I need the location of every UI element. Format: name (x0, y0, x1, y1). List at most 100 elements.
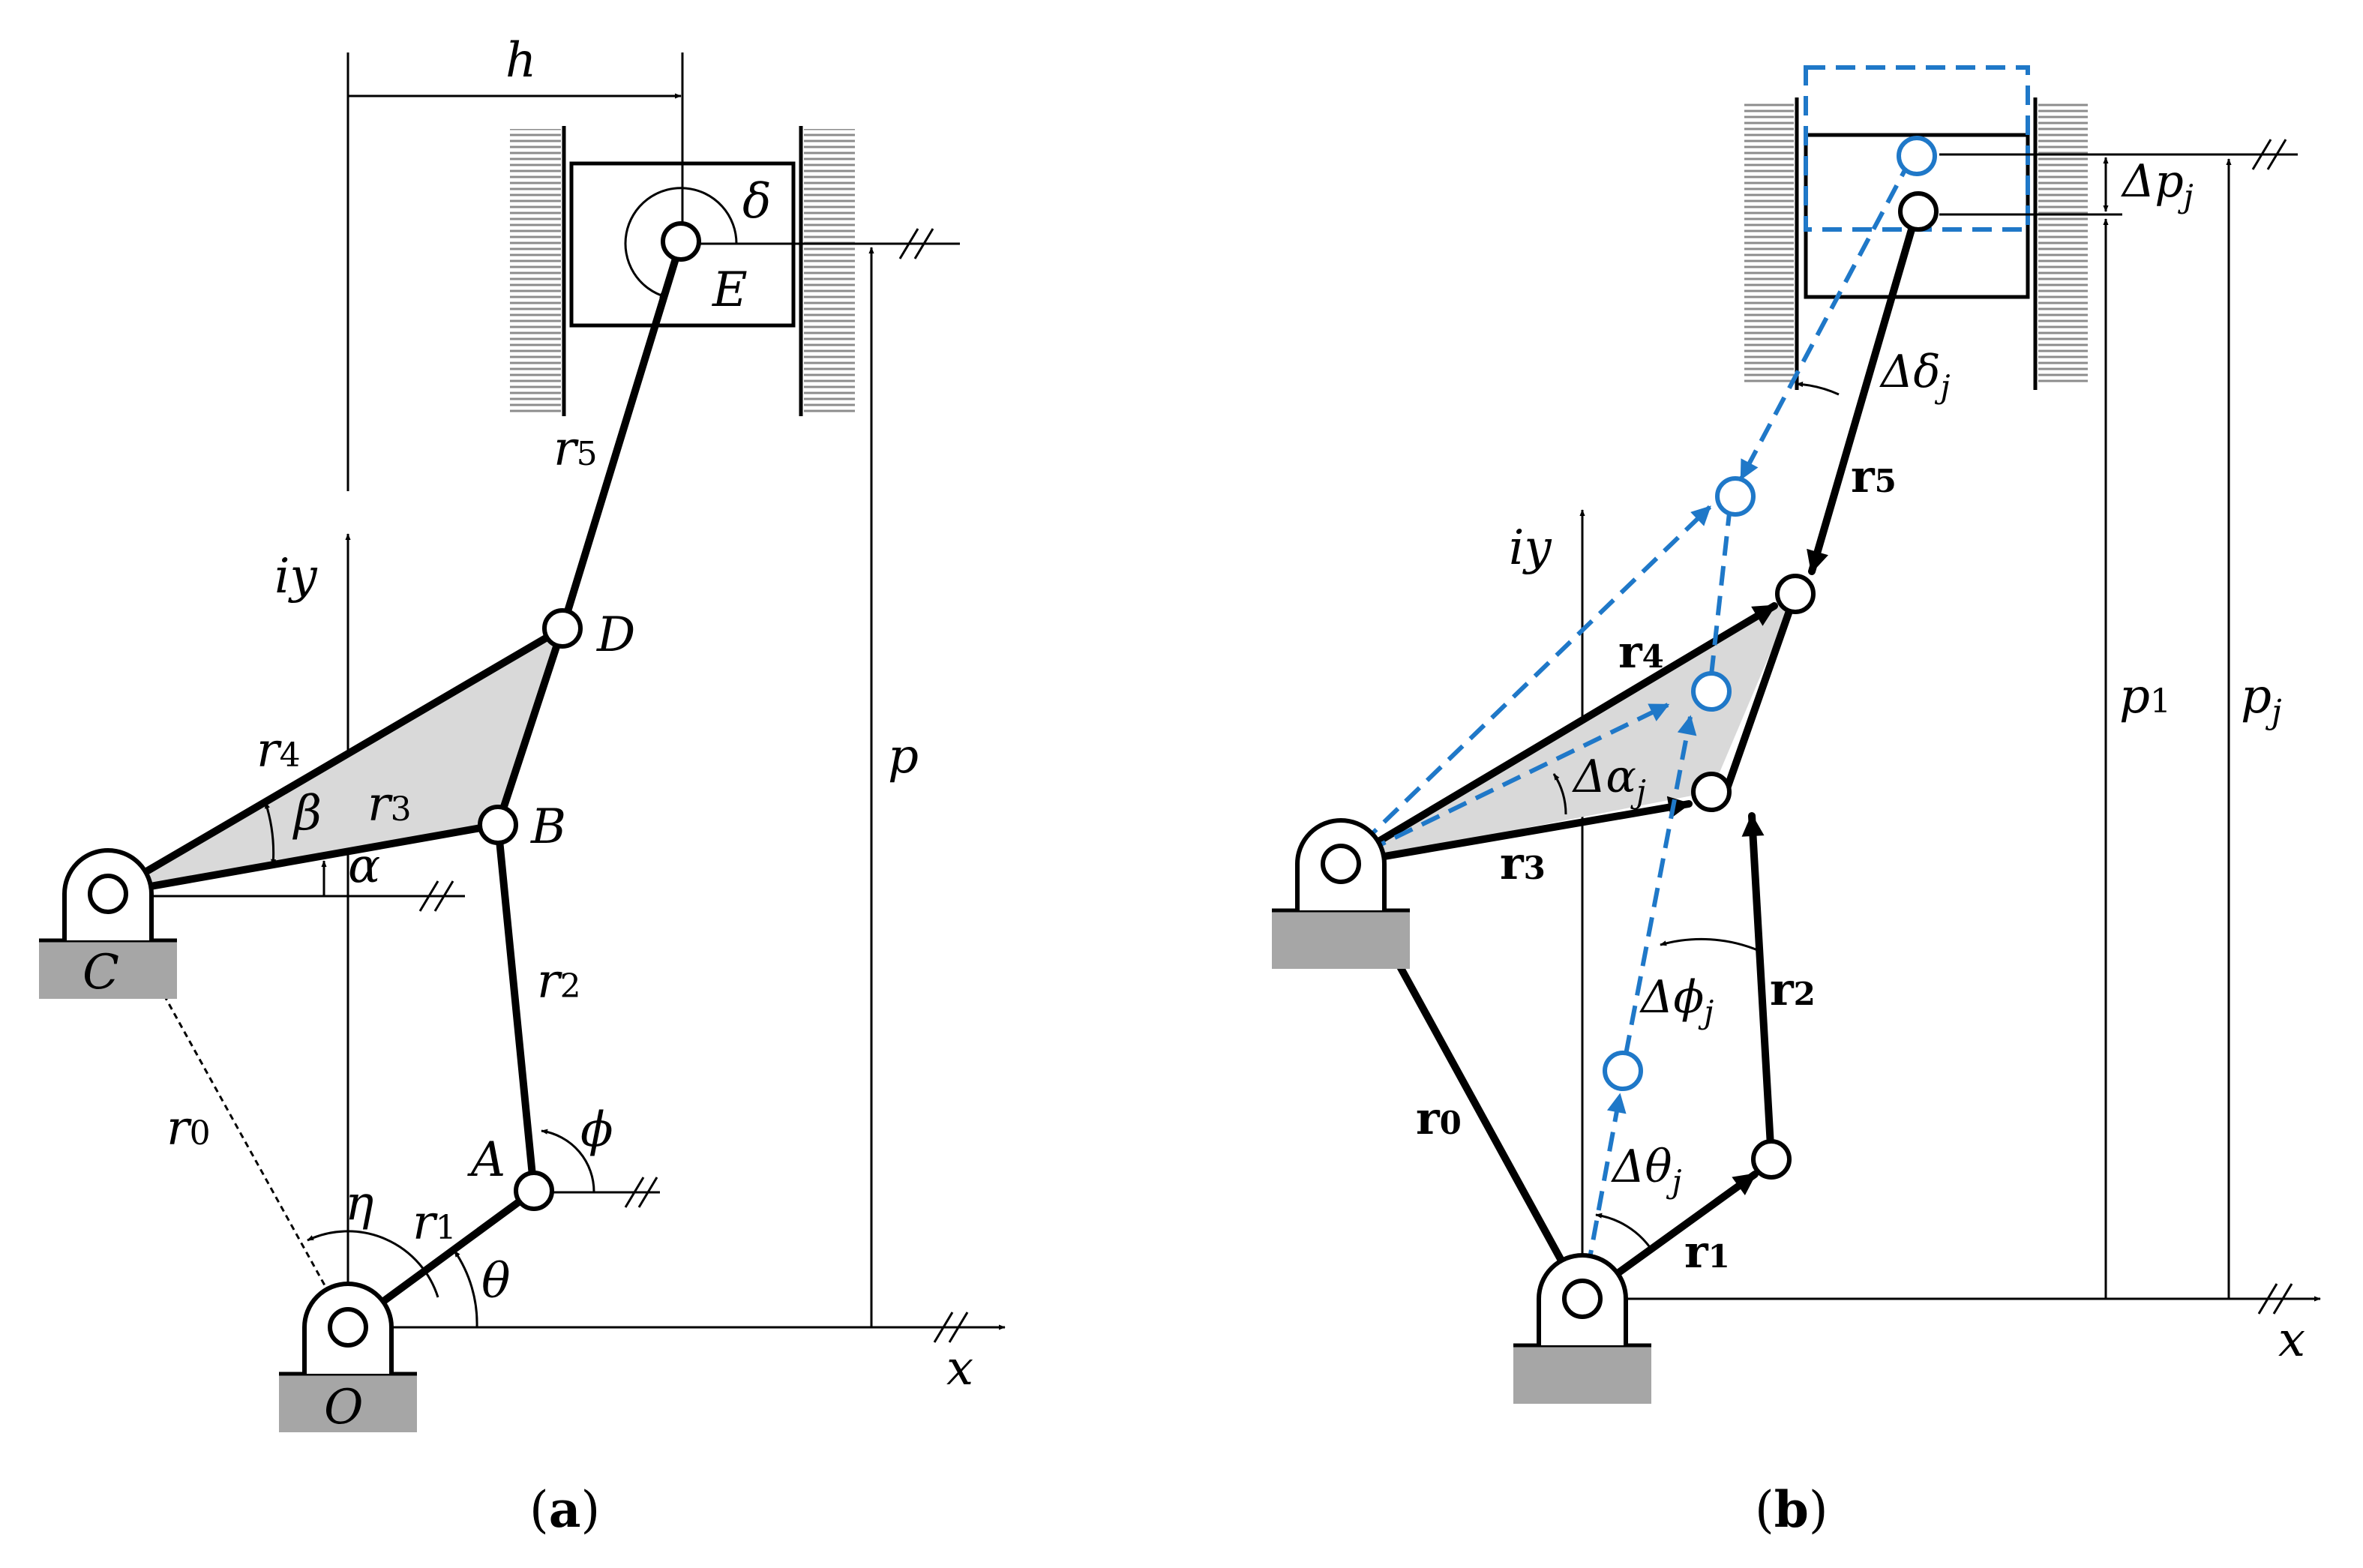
label-r2: r2 (537, 954, 581, 1009)
x-axis-break-2 (2272, 1283, 2293, 1315)
joint-E (1898, 191, 1939, 232)
displaced-joint-A (1603, 1051, 1643, 1091)
label-r4: r4 (256, 723, 301, 778)
label-dphi: Δϕj (1639, 971, 1714, 1030)
x-axis-break-1 (2257, 1283, 2278, 1315)
label-eta: η (345, 1176, 373, 1231)
p-ref-break-1 (898, 228, 919, 259)
label-phi: ϕ (580, 1102, 613, 1158)
caption-a: (a) (529, 1480, 600, 1539)
displaced-BD (1709, 512, 1732, 676)
label-D: D (596, 607, 635, 663)
joint-B (478, 805, 518, 845)
guide-hatch-left (510, 129, 561, 412)
label-r0: r0 (166, 1101, 211, 1156)
panel-a: h δ E r5 iy D p r4 β r3 B α C r2 r0 ϕ A … (39, 33, 1006, 1539)
label-dth: Δθj (1611, 1141, 1681, 1200)
label-C: C (82, 945, 119, 1000)
beta-arc (264, 802, 277, 866)
ground-C (39, 940, 177, 999)
displaced-joint-E (1897, 136, 1937, 176)
displaced-joint-D (1715, 476, 1756, 517)
label-dp: Δpj (2121, 155, 2194, 214)
joint-C (1321, 844, 1361, 884)
displaced-joint-B (1691, 671, 1732, 712)
pj-ref-break-1 (2251, 139, 2272, 170)
x-axis-break-1 (933, 1312, 954, 1343)
theta-arc (453, 1250, 478, 1328)
label-p1: p1 (2119, 669, 2171, 724)
label-pj: pj (2241, 669, 2282, 731)
guide-hatch-left (1744, 102, 1794, 385)
joint-O (1562, 1279, 1603, 1319)
joint-C (88, 874, 128, 914)
ground-O (1513, 1345, 1651, 1404)
label-beta: β (292, 786, 322, 841)
joint-O (328, 1307, 368, 1348)
label-p: p (888, 729, 919, 784)
label-r1: r1 (1684, 1226, 1730, 1279)
joint-A (1751, 1139, 1792, 1180)
label-r4: r4 (1618, 626, 1664, 679)
link-BD (494, 625, 566, 829)
label-iy: iy (1509, 520, 1552, 576)
guide-hatch-right (804, 129, 855, 412)
joint-B (1691, 772, 1732, 812)
label-A: A (467, 1132, 505, 1188)
label-delta: δ (742, 174, 772, 229)
phi-ref-break-1 (624, 1177, 645, 1208)
delta-arc (624, 187, 738, 298)
ground-O (279, 1374, 417, 1432)
eta-arc (307, 1230, 439, 1298)
link-r3 (104, 821, 502, 898)
label-B: B (530, 799, 566, 855)
label-h: h (505, 33, 536, 88)
label-r3: r3 (367, 777, 412, 832)
label-O: O (324, 1380, 363, 1435)
dth-arc (1595, 1213, 1653, 1250)
label-r2: r2 (1770, 964, 1816, 1016)
label-x: x (946, 1341, 973, 1396)
label-dd: Δδj (1879, 346, 1950, 405)
alpha-ref-break-1 (418, 880, 439, 912)
r0-dashed-line (106, 893, 349, 1328)
joint-D (1775, 574, 1816, 614)
phi-arc (541, 1129, 595, 1193)
label-r0: r0 (1416, 1093, 1462, 1145)
label-alpha: α (348, 838, 380, 894)
pj-ref-break-2 (2266, 139, 2287, 170)
link-BD (1721, 590, 1799, 799)
da-arc (1552, 773, 1567, 815)
dphi-arc (1660, 937, 1760, 952)
label-r3: r3 (1500, 838, 1546, 890)
vector-r4 (1337, 602, 1778, 868)
label-x: x (2278, 1312, 2305, 1368)
vector-r3 (1337, 796, 1693, 868)
p-ref-break-2 (913, 228, 934, 259)
joint-D (542, 608, 583, 649)
displaced-r2 (1624, 715, 1697, 1055)
link-r2 (494, 821, 538, 1195)
caption-b: (b) (1755, 1480, 1828, 1539)
panel-b: Δpj Δδj r5 iy r4 p1 pj Δαj r3 Δϕj r2 r0 … (1272, 65, 2321, 1539)
link-r4 (104, 625, 566, 898)
joint-E (661, 221, 701, 262)
vector-r2 (1741, 812, 1775, 1163)
x-axis-break-2 (948, 1312, 969, 1343)
label-theta: θ (481, 1254, 511, 1309)
label-iy: iy (274, 549, 317, 604)
alpha-ref-break-2 (433, 880, 454, 912)
label-E: E (712, 262, 748, 318)
label-r5: r5 (553, 421, 598, 477)
dd-arc (1796, 381, 1840, 396)
displaced-r5 (1739, 157, 1913, 481)
displaced-r3 (1339, 703, 1670, 866)
phi-ref-break-2 (637, 1177, 658, 1208)
label-r1: r1 (412, 1195, 457, 1251)
label-r5: r5 (1851, 451, 1897, 503)
ground-C (1272, 910, 1410, 969)
joint-A (514, 1171, 554, 1211)
vector-r5 (1807, 208, 1921, 575)
guide-hatch-right (2038, 102, 2088, 385)
